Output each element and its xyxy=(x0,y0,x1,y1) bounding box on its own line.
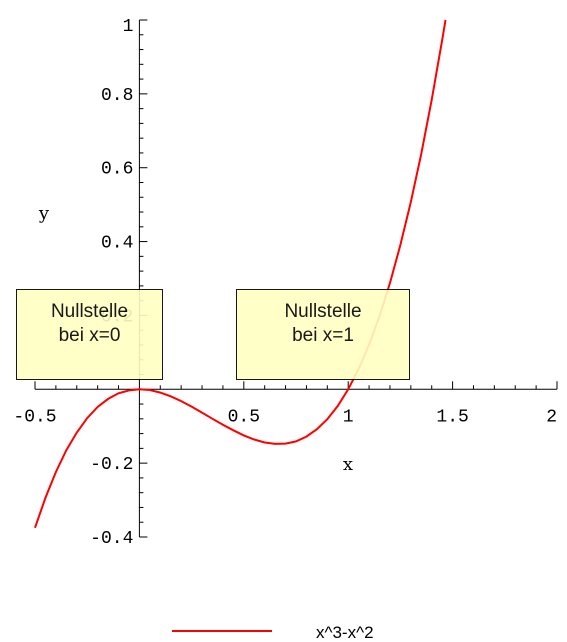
annotation-root-at-1-line2: bei x=1 xyxy=(292,325,354,346)
x-tick-labels: -0.5 0.5 1 1.5 2 xyxy=(13,407,557,427)
x-tick-label: 0.5 xyxy=(228,407,260,427)
y-ticks xyxy=(139,19,148,538)
x-axis-label: x xyxy=(343,454,353,475)
y-axis-label: y xyxy=(38,203,50,224)
y-tick-label: -0.2 xyxy=(90,455,133,475)
annotation-root-at-0: Nullstelle bei x=0 xyxy=(16,289,163,380)
x-tick-label: 1.5 xyxy=(436,407,468,427)
y-tick-label: 0.8 xyxy=(101,86,133,106)
legend-label: x^3-x^2 xyxy=(316,623,374,642)
y-tick-label: -0.4 xyxy=(90,529,133,549)
annotation-root-at-0-line1: Nullstelle xyxy=(50,301,129,322)
annotation-root-at-1: Nullstelle bei x=1 xyxy=(236,289,410,380)
y-tick-label: 0.4 xyxy=(101,234,133,254)
legend: x^3-x^2 xyxy=(172,623,374,642)
x-tick-label: -0.5 xyxy=(13,407,56,427)
annotation-root-at-1-line1: Nullstelle xyxy=(284,301,362,322)
x-tick-label: 2 xyxy=(546,407,557,427)
annotation-root-at-0-line2: bei x=0 xyxy=(58,325,121,346)
x-ticks xyxy=(34,381,558,390)
axes: -0.50.511.52 -0.4-0.20.20.40.60.81 xyxy=(13,17,558,549)
y-tick-labels: -0.4-0.20.20.40.60.81 xyxy=(90,17,133,549)
y-tick-label: 1 xyxy=(123,17,134,37)
x-tick-label: 1 xyxy=(343,407,354,427)
y-tick-label: 0.6 xyxy=(101,160,133,180)
series-line-x3-minus-x2 xyxy=(34,19,447,529)
